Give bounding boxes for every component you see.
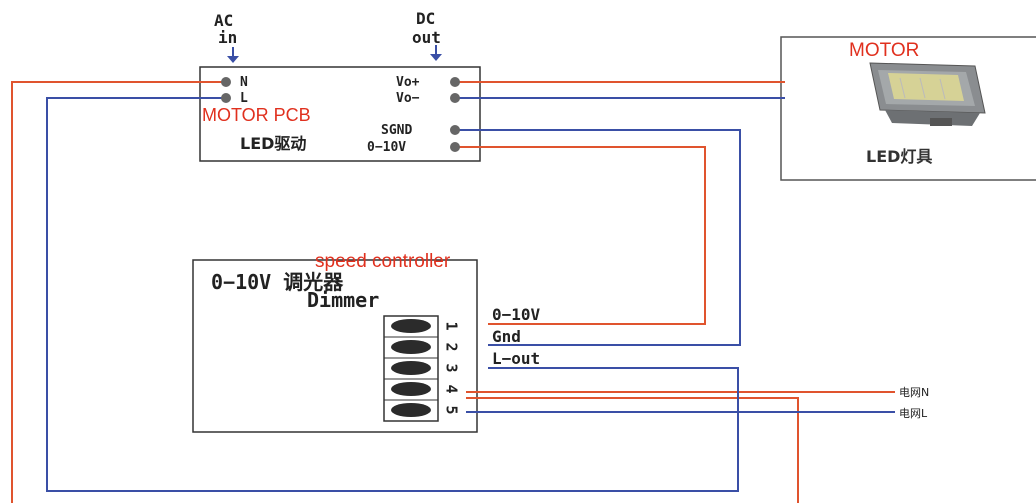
pin-4-screw — [391, 382, 431, 396]
motor-caption: LED灯具 — [866, 147, 933, 166]
wire-0-10v — [455, 146, 706, 325]
dimmer-title: 0−10V 调光器 — [211, 270, 344, 294]
grid-n-label: 电网N — [899, 386, 930, 399]
terminal-vo-plus-label: Vo+ — [396, 75, 420, 90]
pin-1-label: 0−10V — [492, 305, 541, 324]
pin-5-number: 5 — [442, 405, 461, 415]
terminal-l-label: L — [240, 91, 248, 106]
driver-box — [199, 66, 481, 162]
wire-l-loop — [46, 97, 739, 492]
pin-1-number: 1 — [442, 321, 461, 331]
dimmer-overlay-label: speed controller — [315, 251, 451, 272]
terminal-l — [221, 93, 231, 103]
pin-2-label: Gnd — [492, 327, 521, 346]
driver-name: LED驱动 — [240, 134, 307, 153]
pin-5-screw — [391, 403, 431, 417]
driver-overlay-label: MOTOR PCB — [202, 105, 311, 125]
ac-in-label-line2: in — [218, 28, 238, 47]
dimmer-subtitle: Dimmer — [307, 288, 380, 312]
ac-in-label-line1: AC — [214, 11, 234, 30]
pin-3-screw — [391, 361, 431, 375]
floodlight-icon — [869, 62, 986, 126]
dimmer-pins — [384, 319, 438, 417]
pin-2-screw — [391, 340, 431, 354]
wire-pin4-down — [466, 397, 799, 503]
dc-out-arrow — [430, 45, 442, 61]
terminal-sgnd — [450, 125, 460, 135]
pin-1-screw — [391, 319, 431, 333]
terminal-n-label: N — [240, 75, 248, 90]
terminal-n — [221, 77, 231, 87]
dc-out-label-line2: out — [412, 28, 441, 47]
pin-4-number: 4 — [442, 384, 461, 394]
pin-3-number: 3 — [442, 363, 461, 373]
wire-sgnd — [455, 129, 741, 346]
terminal-0-10v-label: 0−10V — [367, 140, 407, 155]
ac-in-arrow — [227, 47, 239, 63]
wire-n-loop — [11, 81, 226, 503]
terminal-vo-plus — [450, 77, 460, 87]
pin-2-number: 2 — [442, 342, 461, 352]
terminal-sgnd-label: SGND — [381, 123, 413, 138]
pin-3-label: L−out — [492, 349, 541, 368]
terminal-vo-minus-label: Vo− — [396, 91, 420, 106]
grid-l-label: 电网L — [899, 407, 928, 420]
motor-overlay-label: MOTOR — [849, 40, 920, 61]
terminal-0-10v — [450, 142, 460, 152]
terminal-vo-minus — [450, 93, 460, 103]
dc-out-label-line1: DC — [416, 9, 436, 28]
